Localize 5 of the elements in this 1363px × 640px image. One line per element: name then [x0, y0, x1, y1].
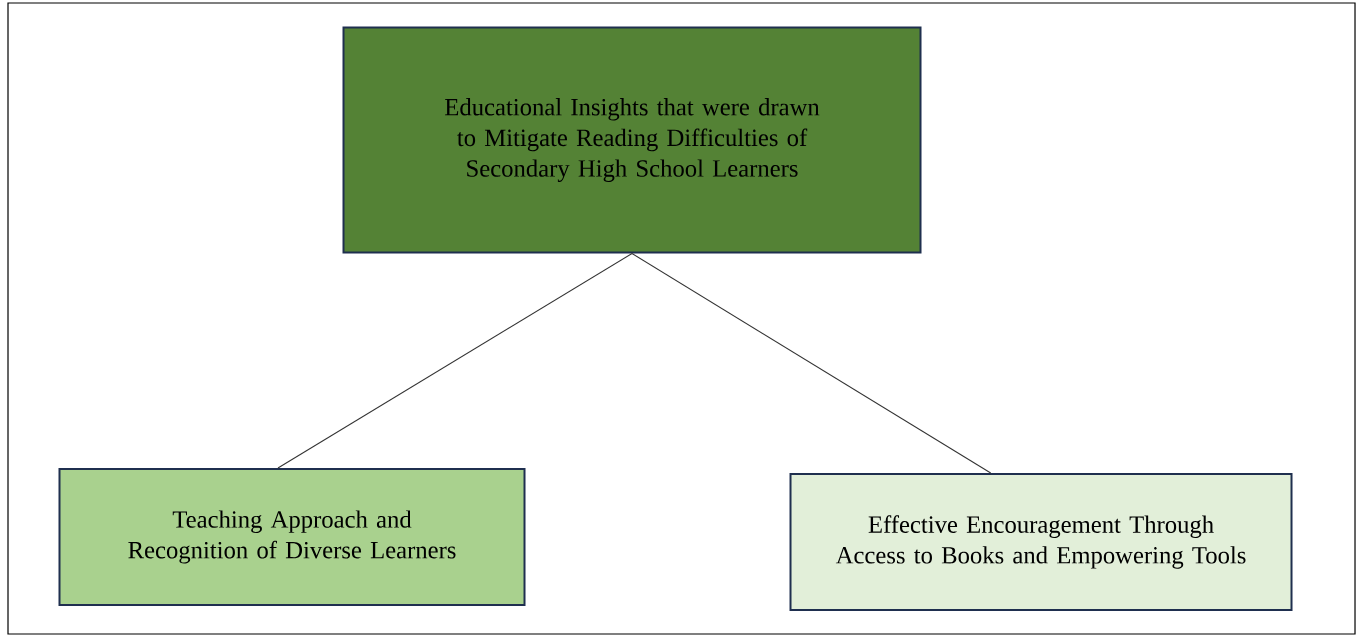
title-box: Educational Insights that were drawn to Mitigate Reading Difficulties of Secondary High School Learners: [342, 26, 922, 254]
connector-line: [277, 252, 633, 469]
connector-line: [631, 252, 992, 474]
topic-box: Effective Encouragement Through Access to Books and Empowering Tools: [789, 473, 1293, 611]
topic-box: Teaching Approach and Recognition of Diverse Learners: [58, 468, 526, 606]
